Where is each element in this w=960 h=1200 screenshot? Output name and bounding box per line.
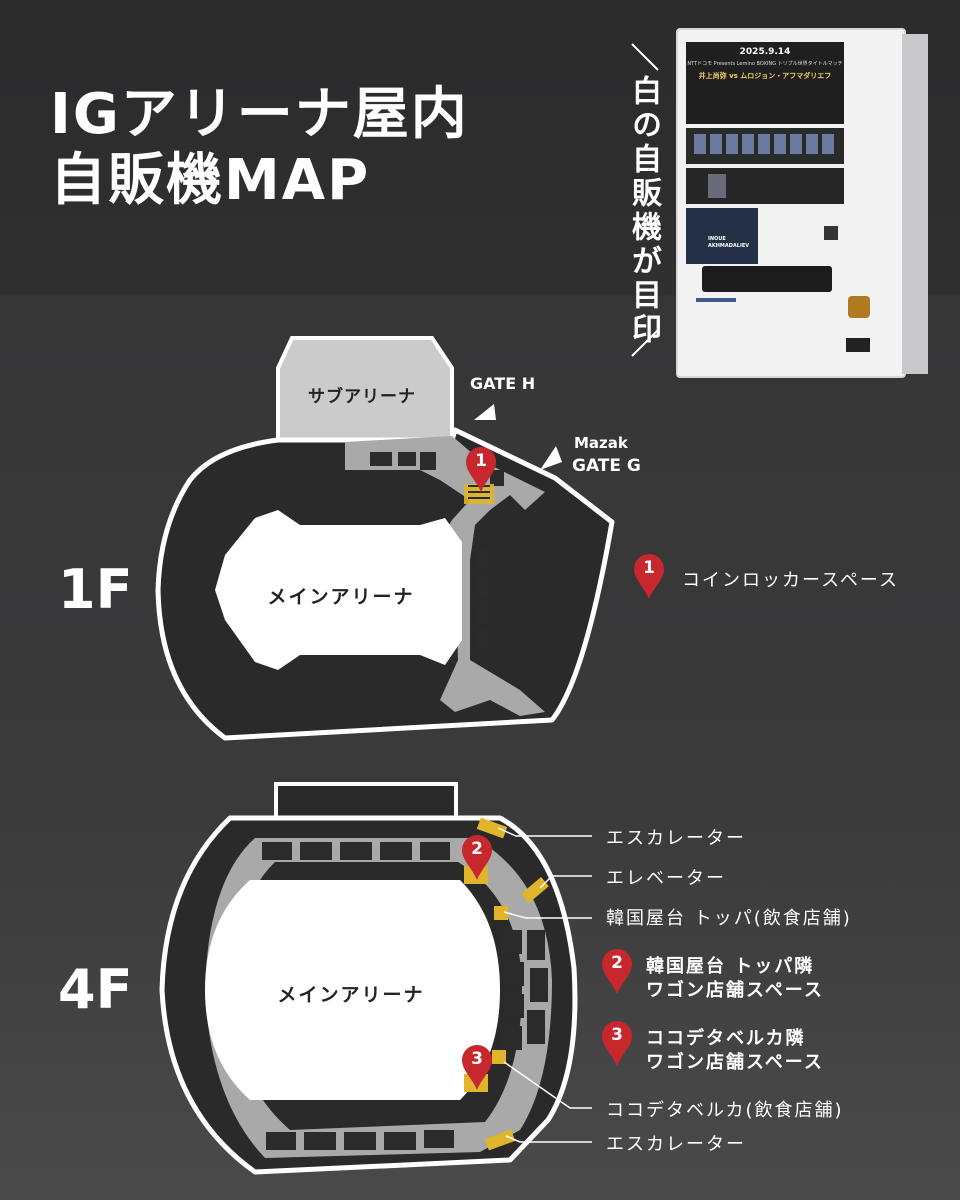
callout-escalator-bottom: エスカレーター [606, 1134, 746, 1155]
legend-3-line2: ワゴン店舗スペース [646, 1052, 824, 1073]
gate-g-arrow [540, 446, 562, 470]
vm-line2: 井上尚弥 vs ムロジョン・アフマダリエフ [698, 72, 832, 80]
sub-arena-label: サブアリーナ [308, 387, 416, 407]
legend-3-line1: ココデタベルカ隣 [646, 1028, 806, 1049]
gate-g-line1: Mazak [574, 434, 628, 452]
callout-kokode: ココデタベルカ(飲食店舗) [606, 1100, 844, 1121]
vending-machine-image: 2025.9.14 NTTドコモ Presents Lemino BOXING … [676, 28, 930, 378]
1f-corridor [345, 436, 545, 716]
pin-3-map: 3 [460, 1044, 494, 1092]
gate-h-arrow [474, 404, 496, 420]
title-line-2: 自販機MAP [50, 148, 371, 213]
vending-note: 白の自販機が目印 [626, 75, 661, 347]
gate-h-label: GATE H [470, 374, 536, 393]
pin-1-map: 1 [464, 446, 498, 494]
vm-line1: NTTドコモ Presents Lemino BOXING トリプル世界タイトル… [687, 61, 843, 67]
floor-4f-label: 4F [58, 958, 133, 1021]
legend-2-line1: 韓国屋台 トッパ隣 [646, 956, 815, 977]
pin-2-legend: 2 [600, 948, 634, 996]
vm-poster: INOUE AKHMADALIEV [708, 236, 750, 249]
vm-date: 2025.9.14 [739, 47, 791, 57]
4f-concourse [205, 838, 552, 1158]
title-line-1: IGアリーナ屋内 [50, 82, 469, 147]
4f-main-arena-shape [205, 880, 500, 1100]
pin-2-map: 2 [460, 834, 494, 882]
pin-3-legend: 3 [600, 1020, 634, 1068]
legend-1-text: コインロッカースペース [682, 570, 899, 591]
callout-elevator: エレベーター [606, 868, 726, 889]
1f-main-arena-label: メインアリーナ [267, 586, 415, 608]
page-title: IGアリーナ屋内 自販機MAP [50, 82, 469, 214]
gate-g-line2: GATE G [572, 456, 641, 476]
callout-toppa: 韓国屋台 トッパ(飲食店舗) [606, 908, 852, 929]
4f-main-arena-label: メインアリーナ [277, 984, 425, 1006]
1f-main-arena-shape [215, 510, 462, 670]
floor-1f-label: 1F [58, 558, 133, 621]
callout-escalator-top: エスカレーター [606, 828, 746, 849]
pin-1-legend: 1 [632, 553, 666, 601]
4f-top-block [274, 782, 458, 820]
legend-2-line2: ワゴン店舗スペース [646, 980, 824, 1001]
